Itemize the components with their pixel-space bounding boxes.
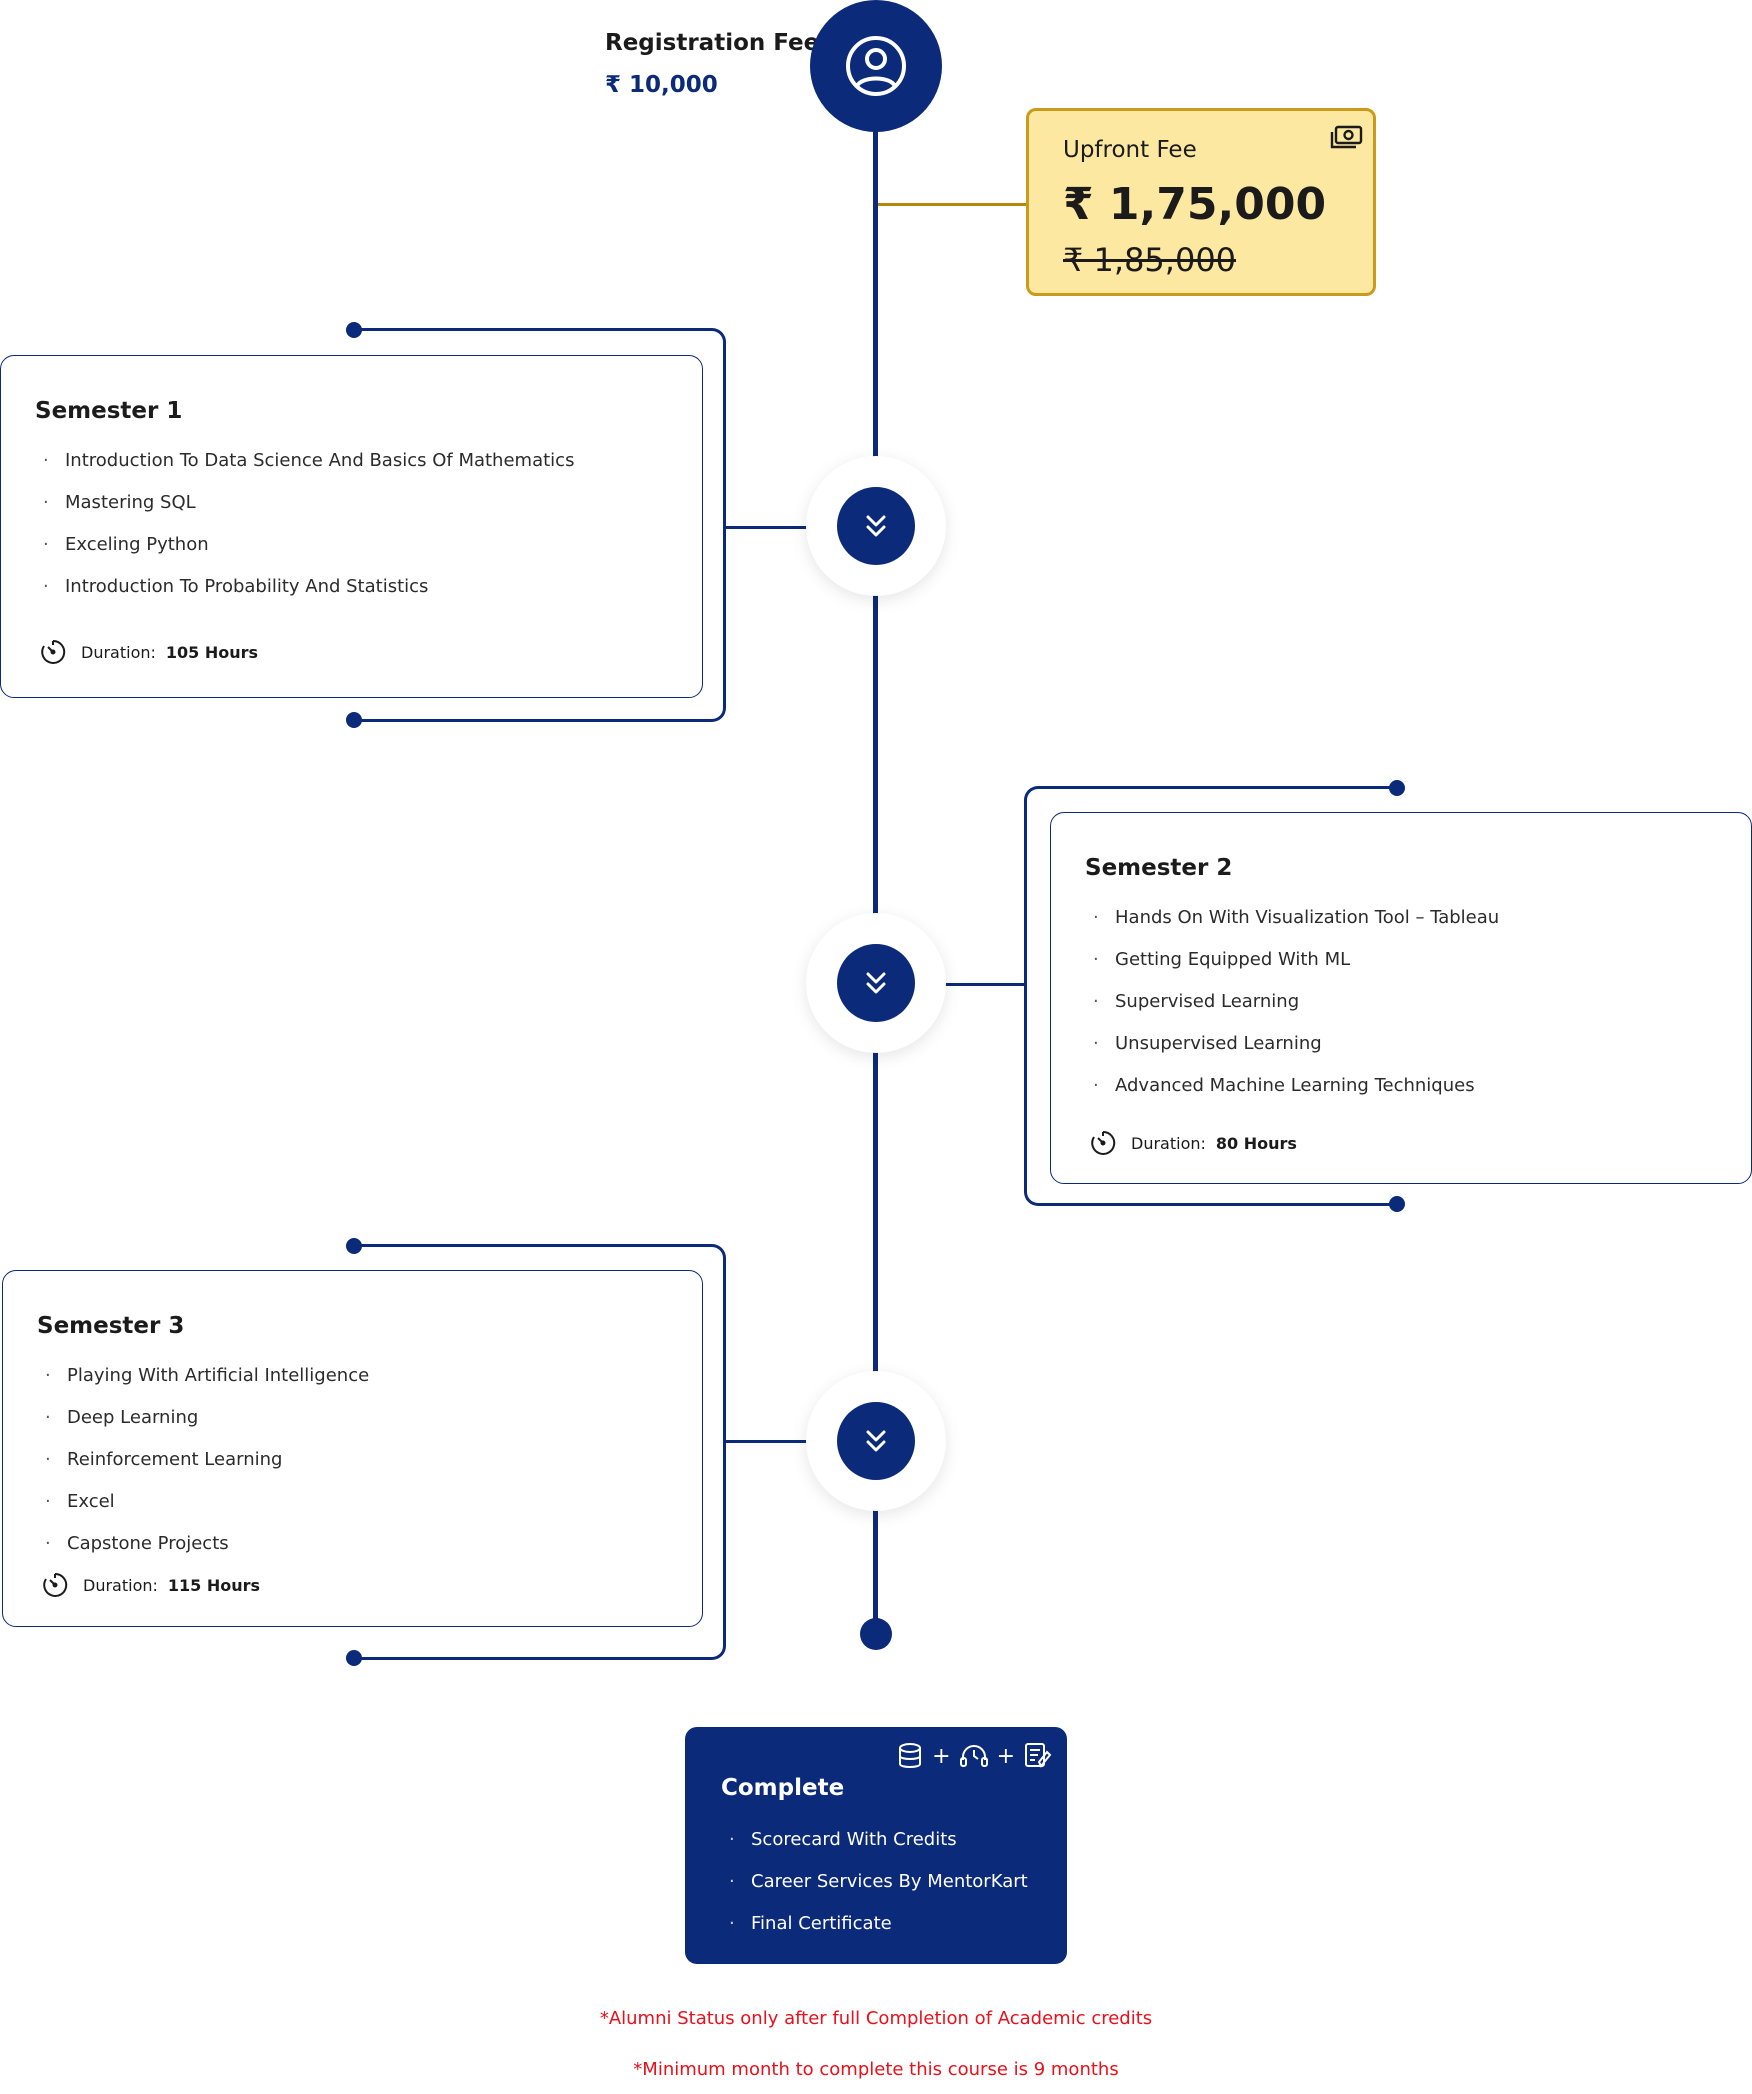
list-item: Deep Learning (37, 1397, 369, 1439)
semester-title: Semester 2 (1085, 855, 1233, 881)
complete-icons: + + (896, 1741, 1053, 1771)
list-item: Capstone Projects (37, 1523, 369, 1565)
semester-duration: Duration: 105 Hours (39, 638, 258, 666)
list-item: Scorecard With Credits (721, 1819, 1028, 1861)
registration-node (810, 0, 942, 132)
semester-2-card: Semester 2 Hands On With Visualization T… (1050, 812, 1752, 1184)
upfront-fee-card: Upfront Fee ₹ 1,75,000 ₹ 1,85,000 (1026, 108, 1376, 296)
semester-2-connector (878, 983, 1026, 986)
chevrons-down-icon (866, 515, 886, 537)
timer-icon (41, 639, 66, 664)
semester-3-card: Semester 3 Playing With Artificial Intel… (2, 1270, 703, 1627)
list-item: Final Certificate (721, 1903, 1028, 1945)
semester-3-bracket (354, 1244, 726, 1660)
list-item: Playing With Artificial Intelligence (37, 1355, 369, 1397)
list-item: Supervised Learning (1085, 981, 1499, 1023)
alumni-note: *Alumni Status only after full Completio… (599, 2008, 1153, 2029)
database-icon (899, 1743, 922, 1768)
timeline-end-dot (860, 1618, 892, 1650)
duration-value: 115 Hours (167, 1575, 261, 1595)
plus-sign: + (996, 1743, 1015, 1769)
list-item: Advanced Machine Learning Techniques (1085, 1065, 1499, 1107)
semester-1-bracket (354, 328, 726, 722)
list-item: Hands On With Visualization Tool – Table… (1085, 897, 1499, 939)
list-item: Getting Equipped With ML (1085, 939, 1499, 981)
semester-topic-list: Playing With Artificial Intelligence Dee… (37, 1355, 369, 1565)
list-item: Excel (37, 1481, 369, 1523)
semester-2-bracket (1024, 786, 1398, 1206)
duration-label: Duration: (81, 642, 156, 662)
semester-title: Semester 3 (37, 1313, 185, 1339)
list-item: Reinforcement Learning (37, 1439, 369, 1481)
upfront-fee-price: ₹ 1,75,000 (1063, 179, 1327, 230)
list-item: Introduction To Probability And Statisti… (35, 566, 574, 608)
duration-label: Duration: (1131, 1133, 1206, 1153)
semester-duration: Duration: 115 Hours (41, 1571, 260, 1599)
semester-1-connector (725, 526, 873, 529)
registration-fee-value: ₹ 10,000 (605, 72, 718, 98)
semester-3-connector (725, 1440, 873, 1443)
list-item: Career Services By MentorKart (721, 1861, 1028, 1903)
timeline-node (806, 456, 946, 596)
timeline-node (806, 1371, 946, 1511)
list-item: Mastering SQL (35, 482, 574, 524)
upfront-fee-title: Upfront Fee (1063, 137, 1197, 163)
complete-title: Complete (721, 1775, 845, 1801)
complete-card: + + Complete Scorecard With Credits Care… (685, 1727, 1067, 1964)
timer-icon (1091, 1130, 1116, 1155)
timeline-node-inner (837, 487, 915, 565)
upfront-fee-original-price: ₹ 1,85,000 (1063, 241, 1237, 279)
list-item: Introduction To Data Science And Basics … (35, 440, 574, 482)
timeline-node (806, 913, 946, 1053)
timer-icon (43, 1572, 68, 1597)
semester-duration: Duration: 80 Hours (1089, 1129, 1297, 1157)
semester-topic-list: Introduction To Data Science And Basics … (35, 440, 574, 608)
user-circle-icon (846, 36, 906, 96)
semester-title: Semester 1 (35, 398, 183, 424)
bracket-dot (346, 1650, 362, 1666)
chevrons-down-icon (866, 972, 886, 994)
headset-icon (959, 1745, 988, 1767)
duration-value: 80 Hours (1215, 1133, 1297, 1153)
semester-1-card: Semester 1 Introduction To Data Science … (0, 355, 703, 698)
chevrons-down-icon (866, 1430, 886, 1452)
bracket-dot (1389, 1196, 1405, 1212)
timeline-node-inner (837, 944, 915, 1022)
list-item: Exceling Python (35, 524, 574, 566)
fee-connector (878, 203, 1028, 206)
minimum-duration-note: *Minimum month to complete this course i… (633, 2059, 1119, 2080)
registration-fee-title: Registration Fee (605, 30, 820, 56)
duration-label: Duration: (83, 1575, 158, 1595)
timeline-node-inner (837, 1402, 915, 1480)
duration-value: 105 Hours (165, 642, 259, 662)
plus-sign: + (932, 1743, 951, 1769)
list-item: Unsupervised Learning (1085, 1023, 1499, 1065)
cash-icon (1330, 125, 1363, 149)
timeline-spine (873, 130, 878, 1633)
bracket-dot (346, 712, 362, 728)
complete-list: Scorecard With Credits Career Services B… (721, 1819, 1028, 1945)
semester-topic-list: Hands On With Visualization Tool – Table… (1085, 897, 1499, 1107)
certificate-icon (1025, 1743, 1052, 1768)
